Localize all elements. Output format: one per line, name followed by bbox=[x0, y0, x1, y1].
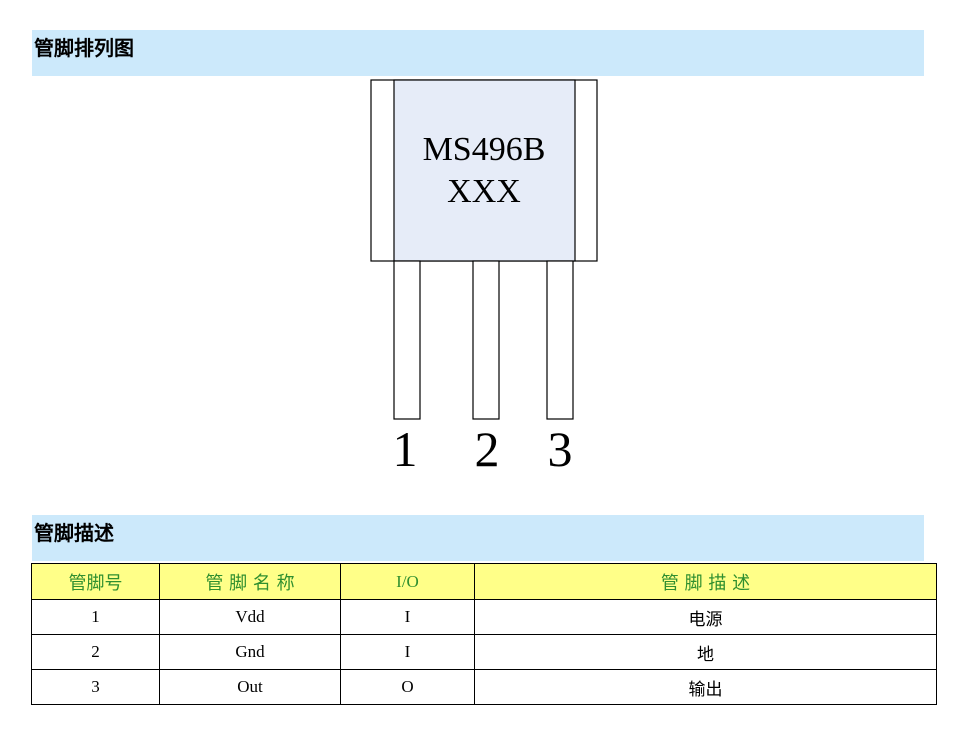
header-pin-description: 管 脚 描 述 bbox=[474, 563, 937, 600]
cell-pin-number: 3 bbox=[31, 669, 160, 705]
pin-lead-1 bbox=[393, 260, 421, 420]
pin-description-table: 管脚号 管 脚 名 称 I/O 管 脚 描 述 1 Vdd I 电源 2 Gnd… bbox=[31, 563, 937, 705]
cell-pin-name: Vdd bbox=[159, 599, 341, 635]
description-section-title: 管脚描述 bbox=[32, 515, 924, 561]
table-row: 2 Gnd I 地 bbox=[31, 634, 937, 670]
cell-pin-name: Gnd bbox=[159, 634, 341, 670]
header-pin-number: 管脚号 bbox=[31, 563, 160, 600]
cell-pin-number: 1 bbox=[31, 599, 160, 635]
pin-number-1: 1 bbox=[393, 421, 418, 477]
pin-number-2: 2 bbox=[475, 421, 500, 477]
cell-description: 地 bbox=[474, 634, 937, 670]
table-row: 1 Vdd I 电源 bbox=[31, 599, 937, 635]
cell-pin-name: Out bbox=[159, 669, 341, 705]
chip-model-label: MS496B bbox=[423, 131, 546, 168]
pin-lead-3 bbox=[546, 260, 574, 420]
table-row: 3 Out O 输出 bbox=[31, 669, 937, 705]
chip-code-label: XXX bbox=[447, 173, 521, 210]
pinout-section-title: 管脚排列图 bbox=[32, 30, 924, 76]
cell-io: I bbox=[340, 599, 475, 635]
pin-lead-2 bbox=[472, 260, 500, 420]
cell-io: I bbox=[340, 634, 475, 670]
cell-description: 输出 bbox=[474, 669, 937, 705]
chip-body bbox=[393, 79, 576, 262]
table-header-row: 管脚号 管 脚 名 称 I/O 管 脚 描 述 bbox=[31, 563, 937, 600]
chip-package-diagram: MS496B XXX 1 2 3 bbox=[370, 79, 598, 477]
pin-number-3: 3 bbox=[548, 421, 573, 477]
cell-description: 电源 bbox=[474, 599, 937, 635]
header-io: I/O bbox=[340, 563, 475, 600]
header-pin-name: 管 脚 名 称 bbox=[159, 563, 341, 600]
cell-pin-number: 2 bbox=[31, 634, 160, 670]
cell-io: O bbox=[340, 669, 475, 705]
